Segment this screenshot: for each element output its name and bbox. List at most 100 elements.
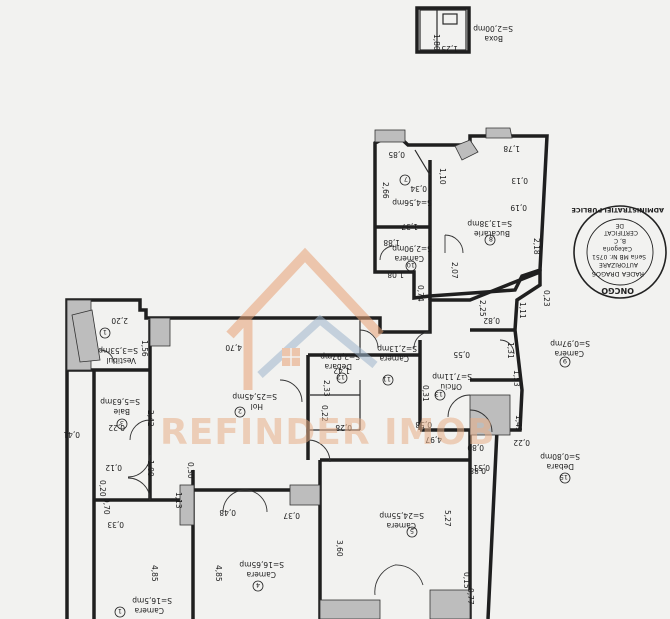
dimension: 0,77 <box>466 588 475 605</box>
dimension: 4,85 <box>150 565 159 582</box>
stamp-line-1: RADEA DRAGOS <box>592 270 644 278</box>
boxa-area: S=2,00mp <box>473 24 513 33</box>
stamp-line-6: CERTIFICAT <box>604 229 638 236</box>
dimension: 1,31 <box>506 342 515 359</box>
camera-10-area: S=2,90mp <box>392 244 432 253</box>
dimension: 4,70 <box>225 343 242 352</box>
main-floor-outline <box>65 269 542 619</box>
dimension: 0,30 <box>186 462 195 479</box>
oficiu-num: 13 <box>435 390 443 398</box>
dimension: 0,85 <box>388 150 405 159</box>
dimension: 2,66 <box>381 182 390 199</box>
bucatarie-area: S=13,38mp <box>467 219 512 228</box>
dimension: 1,11 <box>518 302 527 319</box>
oficiu-name: Oficiu <box>440 382 462 391</box>
dimension: 1,08 <box>387 270 404 279</box>
camera-4-area: S=16,65mp <box>239 560 284 569</box>
camera-5-num: 5 <box>410 527 414 535</box>
dimension: 0,22 <box>108 423 125 432</box>
dimension: 0,48 <box>219 508 236 517</box>
camera-5-area: S=24,55mp <box>379 511 424 520</box>
camera-1-name: Camera <box>135 606 164 615</box>
camera-11-num: 11 <box>383 375 391 383</box>
camera-11-area: S=2,13mp <box>377 344 417 353</box>
baie-name: Baie <box>113 407 130 416</box>
dimension: 0,31 <box>421 385 430 402</box>
dimension: 1,25 <box>441 44 458 53</box>
dimension: 3,60 <box>335 540 344 557</box>
dimension: 2,18 <box>532 238 541 255</box>
stamp-line-4: Categoria <box>602 245 632 252</box>
stamp-line-2: AUTORIZARE <box>599 261 638 268</box>
baie-area: S=5,63mp <box>100 397 140 406</box>
dimension: 5,27 <box>443 510 452 527</box>
camera-4-name: Camera <box>247 570 276 579</box>
kitchen-block: Bucatarie S=13,38mp 8 Camera S=2,90mp 10… <box>373 127 549 300</box>
stamp-line-5: B, C <box>614 237 626 244</box>
vestibul-name: Vestibul <box>106 356 136 365</box>
dimension: 2,20 <box>111 316 128 325</box>
dimension: 0,13 <box>511 176 528 185</box>
dimension: 2,42 <box>146 410 155 427</box>
camera-1-area: S=16,5mp <box>132 596 172 605</box>
camera-9-num: 9 <box>563 357 567 365</box>
camera-7-area: S=4,56mp <box>392 198 432 207</box>
hol-name: Hol <box>251 402 263 411</box>
baie-num: 3 <box>120 419 124 427</box>
dimension: 1,80 <box>432 34 441 51</box>
watermark-text: REFINDER IMOB <box>160 412 495 453</box>
bucatarie-name: Bucatarie <box>474 229 510 238</box>
watermark-logo: REFINDER IMOB <box>160 247 495 453</box>
stamp-line-7: DE <box>615 222 624 229</box>
debara-12-name: Debara <box>325 362 352 371</box>
dimension: 1,42 <box>333 366 350 375</box>
hol-num: 2 <box>238 407 242 415</box>
camera-5-name: Camera <box>387 521 416 530</box>
room-labels: Vestibul S=3,53mp 1 Baie S=5,63mp 3 Hol … <box>98 327 590 618</box>
dimension: 4,97 <box>425 435 442 444</box>
dimension: 0,74 <box>416 285 425 302</box>
dimension: 1,00 <box>146 460 155 477</box>
vestibul-num: 1 <box>103 328 107 336</box>
authorization-stamp: ONCGO ADMINISTRATIEI PUBLICE RADEA DRAGO… <box>571 205 667 299</box>
dimension: 0,58 <box>415 420 432 429</box>
camera-9-name: Camera <box>555 349 584 358</box>
stamp-line-3: Seria MB Nr. 0751 <box>592 253 646 260</box>
debara-15-area: S=0,80mp <box>540 452 580 461</box>
dimension: 0,23 <box>542 290 551 307</box>
dimension: 0,22 <box>320 405 329 422</box>
dimension: 0,19 <box>510 203 527 212</box>
camera-9-area: S=0,97mp <box>550 339 590 348</box>
dimension: 0,12 <box>105 463 122 472</box>
boxa-name: Boxa <box>484 34 503 43</box>
dimension: 0,28 <box>335 423 352 432</box>
dimension: 0,88 <box>469 466 486 475</box>
dimension: 0,22 <box>513 438 530 447</box>
camera-7-num: 7 <box>404 175 408 183</box>
hol-area: S=25,45mp <box>232 392 277 401</box>
boxa-room: Boxa S=2,00mp <box>415 6 513 54</box>
dimension: 0,34 <box>410 184 427 193</box>
dimension: 0,55 <box>453 350 470 359</box>
dimension: 1,78 <box>503 144 520 153</box>
dimension: 4,85 <box>214 565 223 582</box>
camera-4-num: 4 <box>256 581 260 589</box>
dimension: 0,37 <box>283 511 300 520</box>
dimension: 0,82 <box>483 316 500 325</box>
dimension: 0,80 <box>467 443 484 452</box>
dimension: 0,70 <box>102 498 111 515</box>
debara-15-num: 15 <box>560 473 568 481</box>
camera-11-name: Camera <box>380 354 409 363</box>
dimension: 0,15 <box>462 572 471 589</box>
debara-15-name: Debara <box>547 462 574 471</box>
dimension: 2,33 <box>322 380 331 397</box>
dimension: 0,51 <box>473 463 490 472</box>
dimension: 0,33 <box>107 520 124 529</box>
dimension: 2,07 <box>450 262 459 279</box>
dimension: 2,25 <box>478 300 487 317</box>
camera-10-num: 10 <box>407 261 415 269</box>
dimension: 1,13 <box>174 492 183 509</box>
camera-1-num: 1 <box>118 607 122 615</box>
dimension: 1,49 <box>514 415 523 432</box>
dimension: 1,88 <box>383 238 400 247</box>
